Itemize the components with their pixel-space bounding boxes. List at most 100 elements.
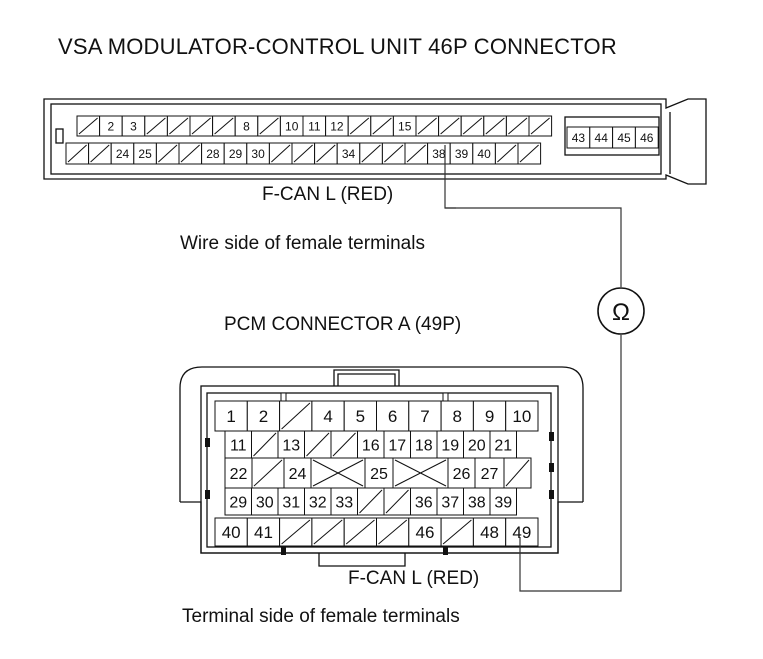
terminal-number: 20 — [468, 437, 486, 454]
blank-terminal-slash — [349, 117, 370, 135]
pcm-terminal-blank — [357, 487, 385, 516]
vsa-terminal-46: 46 — [634, 126, 659, 149]
pcm-terminal-33: 33 — [330, 487, 358, 516]
terminal-number: 27 — [481, 466, 499, 483]
pcm-pin-mark — [443, 547, 448, 555]
pcm-terminal-41: 41 — [246, 517, 281, 547]
pcm-terminal-32: 32 — [304, 487, 332, 516]
terminal-number: 1 — [226, 407, 235, 426]
blank-terminal-slash — [417, 117, 437, 135]
pcm-pin-mark — [280, 392, 287, 402]
blank-terminal-slash — [361, 144, 381, 163]
vsa-terminal-44: 44 — [589, 126, 614, 149]
terminal-number: 31 — [282, 494, 300, 511]
pcm-terminal-30: 30 — [251, 487, 279, 516]
terminal-number: 45 — [617, 131, 631, 145]
ohmmeter-circle — [597, 287, 645, 335]
terminal-number: 25 — [370, 466, 388, 483]
vsa-terminal-blank — [155, 142, 180, 165]
blank-terminal-slash — [530, 117, 550, 135]
pcm-terminal-6: 6 — [376, 400, 410, 432]
blank-terminal-slash — [281, 402, 311, 430]
pcm-terminal-19: 19 — [436, 430, 464, 459]
pcm-terminal-20: 20 — [463, 430, 491, 459]
blank-terminal-slash — [306, 432, 330, 457]
pcm-terminal-blank — [343, 517, 378, 547]
terminal-number: 13 — [282, 437, 300, 454]
pcm-pin-mark — [442, 392, 449, 402]
blank-terminal-slash — [345, 519, 375, 545]
vsa-terminal-blank — [65, 142, 90, 165]
blank-terminal-slash — [78, 117, 98, 135]
vsa-terminal-8: 8 — [234, 115, 259, 137]
blank-terminal-slash — [214, 117, 234, 135]
blank-terminal-slash — [316, 144, 336, 163]
pcm-latch-mark — [549, 490, 554, 499]
pcm-terminal-46: 46 — [408, 517, 442, 547]
terminal-number: 40 — [222, 523, 241, 542]
pcm-terminal-blank — [251, 457, 285, 489]
vsa-terminal-blank — [257, 115, 281, 137]
pcm-terminal-31: 31 — [277, 487, 305, 516]
blank-terminal-slash — [384, 144, 404, 163]
terminal-number: 34 — [342, 147, 356, 161]
pcm-terminal-blank — [376, 517, 410, 547]
terminal-number: 39 — [455, 147, 469, 161]
terminal-number: 30 — [256, 494, 274, 511]
vsa-terminal-12: 12 — [325, 115, 349, 137]
pcm-terminal-blank — [279, 400, 313, 432]
terminal-number: 44 — [595, 131, 609, 145]
test-lead-wires — [444, 145, 622, 592]
blank-terminal-slash — [259, 117, 279, 135]
vsa-terminal-blank — [166, 115, 191, 137]
pcm-connector-title: PCM CONNECTOR A (49P) — [224, 314, 462, 335]
pcm-terminal-2: 2 — [246, 400, 281, 432]
blank-terminal-slash — [332, 432, 356, 457]
terminal-number: 46 — [415, 523, 434, 542]
vsa-terminal-blank — [144, 115, 168, 137]
pcm-terminal-49: 49 — [505, 517, 539, 547]
vsa-terminal-blank — [359, 142, 383, 165]
vsa-terminal-blank — [483, 115, 507, 137]
terminal-number: 33 — [335, 494, 353, 511]
vsa-terminal-blank — [88, 142, 112, 165]
vsa-terminal-blank — [314, 142, 338, 165]
terminal-number: 5 — [356, 407, 365, 426]
vsa-terminal-blank — [347, 115, 372, 137]
blank-terminal-slash — [372, 117, 392, 135]
terminal-number: 15 — [398, 119, 412, 133]
pcm-terminal-blank — [330, 430, 358, 459]
terminal-number: 24 — [289, 466, 307, 483]
terminal-number: 29 — [229, 147, 243, 161]
terminal-number: 2 — [259, 407, 268, 426]
terminal-number: 43 — [572, 131, 586, 145]
terminal-number: 4 — [323, 407, 332, 426]
vsa-terminal-10: 10 — [279, 115, 304, 137]
pcm-terminal-11: 11 — [224, 430, 252, 459]
terminal-number: 11 — [308, 119, 321, 133]
vsa-terminal-45: 45 — [612, 126, 636, 149]
blank-terminal-slash — [313, 519, 343, 545]
pcm-terminal-48: 48 — [472, 517, 507, 547]
pcm-terminal-16: 16 — [357, 430, 385, 459]
vsa-terminal-3: 3 — [121, 115, 146, 137]
pcm-terminal-29: 29 — [224, 487, 252, 516]
pcm-terminal-4: 4 — [311, 400, 345, 432]
blank-terminal-slash — [519, 144, 539, 163]
blank-terminal-slash — [169, 117, 189, 135]
terminal-number: 41 — [254, 523, 273, 542]
vsa-terminal-blank — [404, 142, 429, 165]
vsa-terminal-39: 39 — [449, 142, 474, 165]
terminal-number: 9 — [485, 407, 494, 426]
terminal-number: 21 — [494, 437, 512, 454]
terminal-number: 24 — [116, 147, 130, 161]
terminal-number: 46 — [640, 131, 654, 145]
terminal-number: 3 — [130, 119, 137, 133]
blank-terminal-slash — [359, 489, 383, 514]
vsa-terminal-blank — [505, 115, 530, 137]
pcm-view-caption: Terminal side of female terminals — [182, 606, 460, 627]
terminal-number: 40 — [477, 147, 491, 161]
pcm-terminal-8: 8 — [440, 400, 474, 432]
